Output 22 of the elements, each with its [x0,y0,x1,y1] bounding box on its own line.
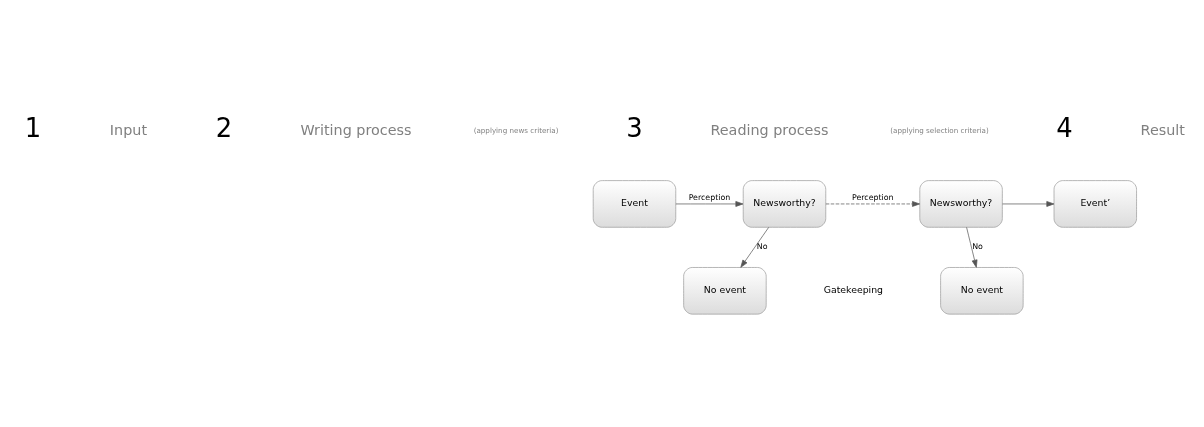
arrow [825,200,920,207]
label: 2 [215,112,233,143]
node-box: Event’ [1053,179,1137,228]
label: Input [109,121,148,138]
arrow [675,200,744,207]
label: 4 [1056,112,1073,143]
node-box: Event [592,179,677,228]
label: Reading process [710,121,829,138]
arrow [966,226,978,268]
label: Gatekeeping [823,283,884,295]
label: Result [1140,121,1185,138]
label: 1 [24,112,42,143]
label: Writing process [300,121,412,138]
node-box: No event [940,266,1024,314]
arrow [740,226,770,268]
node-box: Newsworthy? [742,179,827,228]
node-box: No event [683,266,767,314]
arrow [1002,200,1055,207]
label: (applying news criteria) [473,125,559,135]
node-box: Newsworthy? [919,179,1003,228]
label: 3 [626,112,643,143]
label: (applying selection criteria) [890,125,989,135]
